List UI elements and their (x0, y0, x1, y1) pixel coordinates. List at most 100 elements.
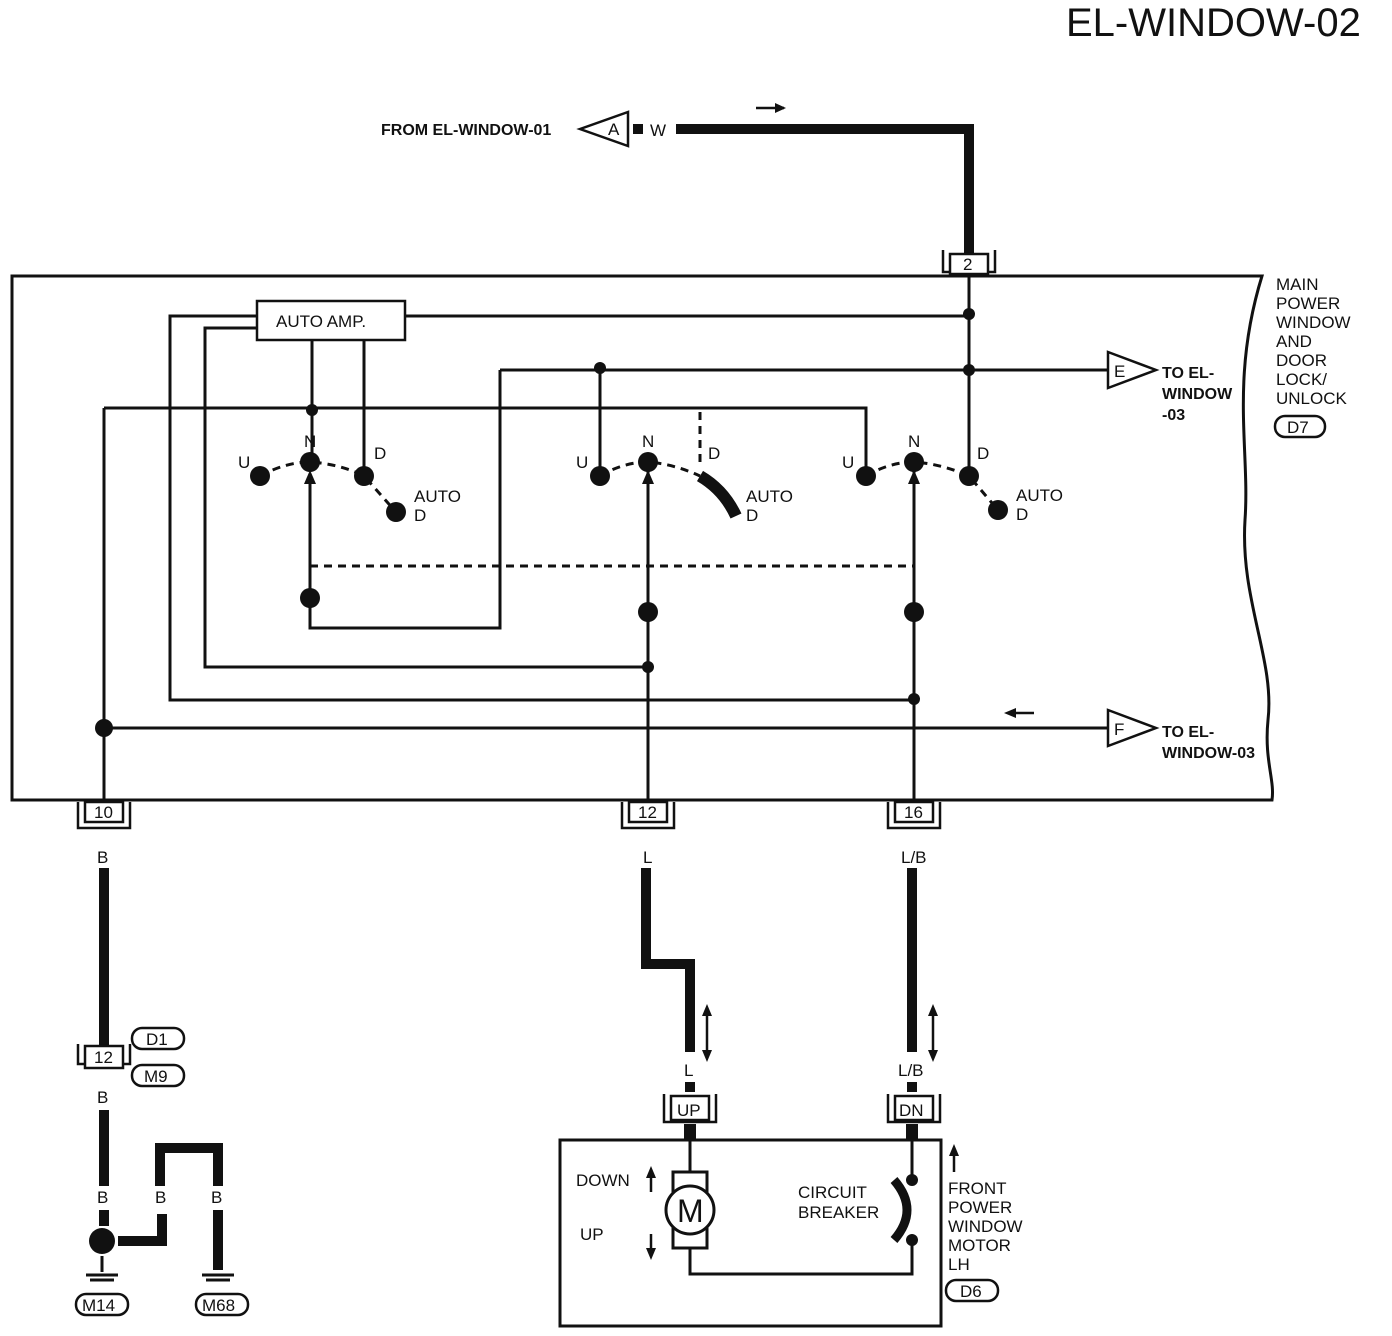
svg-text:POWER: POWER (948, 1198, 1012, 1217)
svg-text:U: U (842, 453, 854, 472)
switch-1: U N D AUTO D (238, 432, 461, 525)
motor-box: M DOWN UP CIRCUIT BREAKER (558, 1138, 943, 1328)
motor-m-label: M (677, 1193, 704, 1229)
connector-m68-badge (194, 1292, 250, 1317)
svg-text:UP: UP (677, 1101, 701, 1120)
svg-text:M14: M14 (82, 1296, 115, 1315)
circuit-breaker-symbol (890, 1177, 912, 1243)
svg-text:N: N (642, 432, 654, 451)
switch-3: U N D AUTO D (842, 432, 1063, 524)
terminal-10: 10 (76, 800, 132, 830)
svg-text:D: D (374, 444, 386, 463)
terminal-16: 16 (886, 800, 942, 830)
connector-d7-label: D7 (1287, 418, 1309, 437)
svg-text:LH: LH (948, 1255, 970, 1274)
from-label: FROM EL-WINDOW-01 (381, 122, 551, 139)
output-f: F TO EL- WINDOW-03 (1004, 708, 1255, 762)
svg-text:12: 12 (94, 1048, 113, 1067)
svg-text:D: D (708, 444, 720, 463)
main-switch-line-3: WINDOW (1276, 313, 1351, 332)
svg-text:AUTO: AUTO (1016, 486, 1063, 505)
svg-text:BREAKER: BREAKER (798, 1203, 879, 1222)
svg-text:D: D (1016, 505, 1028, 524)
svg-text:B: B (155, 1188, 166, 1207)
connector-d7-badge (1273, 414, 1327, 439)
connector-d6-badge (944, 1278, 1000, 1303)
connector-a-flag (576, 110, 630, 148)
svg-text:M68: M68 (202, 1296, 235, 1315)
internal-wiring (102, 276, 1108, 805)
svg-text:WINDOW: WINDOW (948, 1217, 1023, 1236)
svg-text:DN: DN (899, 1101, 924, 1120)
svg-text:TO EL-: TO EL- (1162, 724, 1214, 741)
connector-m14-badge (74, 1292, 130, 1317)
svg-text:L/B: L/B (901, 848, 927, 867)
svg-text:U: U (576, 453, 588, 472)
ground-circuit: B 12 D1 M9 B B B B M14 M68 (74, 848, 250, 1317)
svg-text:D6: D6 (960, 1282, 982, 1301)
wire-l: L L (641, 848, 712, 1092)
output-e: E TO EL- WINDOW -03 (1106, 350, 1233, 424)
svg-text:B: B (97, 848, 108, 867)
page-title: EL-WINDOW-02 (1066, 1, 1361, 45)
svg-text:10: 10 (94, 803, 113, 822)
terminal-12: 12 (620, 800, 676, 830)
main-switch-line-7: UNLOCK (1276, 389, 1348, 408)
main-switch-line-4: AND (1276, 332, 1312, 351)
main-switch-line-1: MAIN (1276, 275, 1319, 294)
svg-text:TO EL-: TO EL- (1162, 365, 1214, 382)
switch-2: U N D AUTO D (576, 432, 793, 525)
svg-text:16: 16 (904, 803, 923, 822)
ground-splice (89, 1228, 115, 1254)
main-switch-box: MAIN POWER WINDOW AND DOOR LOCK/ UNLOCK … (10, 274, 1351, 802)
svg-text:CIRCUIT: CIRCUIT (798, 1183, 867, 1202)
svg-text:12: 12 (638, 803, 657, 822)
junction-dots (95, 308, 975, 737)
svg-text:AUTO: AUTO (414, 487, 461, 506)
auto-amp-box (255, 299, 407, 342)
input-from-window-01: FROM EL-WINDOW-01 A W (381, 103, 974, 254)
wire-w (676, 124, 974, 254)
svg-text:D: D (977, 444, 989, 463)
svg-text:N: N (908, 432, 920, 451)
svg-text:L/B: L/B (898, 1061, 924, 1080)
main-switch-line-5: DOOR (1276, 351, 1327, 370)
connector-e-label: E (1114, 362, 1125, 381)
svg-text:U: U (238, 453, 250, 472)
svg-text:WINDOW-03: WINDOW-03 (1162, 745, 1255, 762)
svg-text:L: L (684, 1061, 693, 1080)
svg-text:MOTOR: MOTOR (948, 1236, 1011, 1255)
main-switch-line-2: POWER (1276, 294, 1340, 313)
svg-text:D: D (414, 506, 426, 525)
auto-amp-label: AUTO AMP. (276, 312, 366, 331)
connector-f-label: F (1114, 720, 1124, 739)
svg-text:D: D (746, 506, 758, 525)
svg-text:B: B (97, 1088, 108, 1107)
svg-text:DOWN: DOWN (576, 1171, 630, 1190)
connector-dn: DN (886, 1094, 942, 1140)
svg-text:WINDOW: WINDOW (1162, 386, 1233, 403)
svg-text:UP: UP (580, 1225, 604, 1244)
connector-a-label: A (608, 120, 620, 139)
splice-square (633, 124, 643, 134)
wire-w-label: W (650, 121, 666, 140)
current-arrow-head (775, 103, 786, 113)
svg-text:FRONT: FRONT (948, 1179, 1007, 1198)
svg-text:M9: M9 (144, 1067, 168, 1086)
svg-text:N: N (304, 432, 316, 451)
motor-label: FRONT POWER WINDOW MOTOR LH D6 (944, 1144, 1023, 1303)
connector-m9-badge (130, 1063, 186, 1088)
svg-text:-03: -03 (1162, 407, 1185, 424)
svg-text:B: B (97, 1188, 108, 1207)
connector-d1-badge (130, 1026, 186, 1051)
main-switch-outline (10, 274, 1275, 802)
main-switch-line-6: LOCK/ (1276, 370, 1327, 389)
terminal-2-label: 2 (963, 255, 972, 274)
svg-text:L: L (643, 848, 652, 867)
connector-up: UP (662, 1094, 718, 1140)
svg-text:D1: D1 (146, 1030, 168, 1049)
svg-text:B: B (211, 1188, 222, 1207)
terminal-2: 2 (941, 250, 997, 276)
svg-text:AUTO: AUTO (746, 487, 793, 506)
wire-lb: L/B L/B (898, 848, 938, 1092)
